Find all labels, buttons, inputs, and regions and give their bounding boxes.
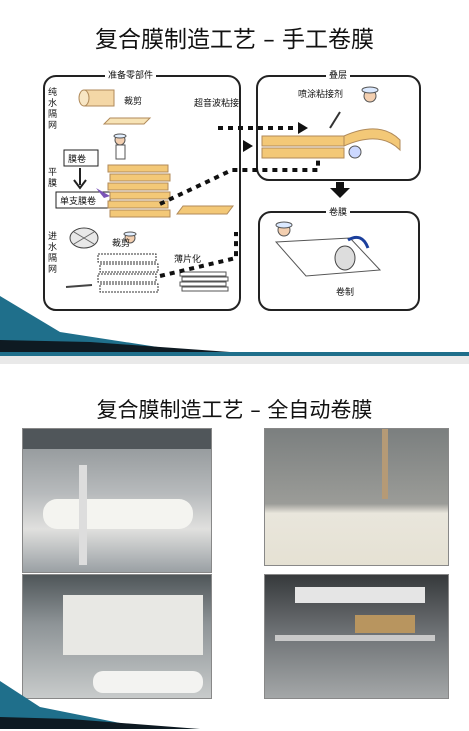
pure-water-mesh-label: 纯水隔网 <box>48 88 58 131</box>
down-arrow-icon <box>73 168 87 190</box>
machine-overview-photo <box>22 428 212 573</box>
worker-icon-2 <box>123 231 137 244</box>
rolling-label: 卷制 <box>336 288 355 298</box>
pointer-icon <box>96 188 110 198</box>
manual-process-diagram <box>43 75 421 311</box>
stacked-leaves-icon <box>261 128 401 159</box>
pure-water-mesh-roll-icon <box>78 89 115 107</box>
cut-sheet-icon <box>102 117 152 125</box>
machine-frame-photo <box>264 574 449 699</box>
membrane-roll-label: 膜卷 <box>68 155 87 165</box>
cut-label-2: 裁剪 <box>112 239 131 249</box>
feed-water-mesh-roll-icon <box>69 227 99 249</box>
single-leaf-box <box>55 191 111 209</box>
rolling-membrane-icon <box>274 235 382 277</box>
thin-sheets-stack-icon <box>179 271 229 292</box>
ultrasonic-bonding-label: 超音波粘接 <box>194 99 240 109</box>
stack-panel-title: 叠层 <box>326 68 351 81</box>
mesh-stack-icon <box>97 253 159 293</box>
worker-icon-3 <box>361 86 379 103</box>
glue-nozzle-closeup-photo <box>264 428 449 566</box>
slide-automatic-rolling: 复合膜制造工艺 – 全自动卷膜 <box>0 364 469 731</box>
cut-label-1: 裁剪 <box>124 97 143 107</box>
feed-water-mesh-label: 进水隔网 <box>48 232 58 275</box>
glue-gun-icon <box>329 111 341 129</box>
slide-manual-rolling: 复合膜制造工艺 – 手工卷膜 <box>0 0 469 356</box>
slide2-title: 复合膜制造工艺 – 全自动卷膜 <box>96 398 373 422</box>
spray-glue-label: 喷涂粘接剂 <box>298 90 344 100</box>
flat-sheet-icon <box>176 205 234 215</box>
right-arrow-icon <box>243 140 253 152</box>
membrane-rolling-photo <box>22 574 212 699</box>
worker-icon <box>113 133 127 160</box>
flat-membrane-label: 平膜 <box>48 168 58 189</box>
slide1-title: 复合膜制造工艺 – 手工卷膜 <box>94 27 375 53</box>
membrane-roll-box <box>63 149 99 167</box>
worker-icon-4 <box>275 221 293 237</box>
roll-panel-title: 卷膜 <box>326 205 351 218</box>
stacked-membrane-sheets-icon <box>107 164 171 218</box>
prep-panel-title: 准备零部件 <box>105 68 157 81</box>
thin-sheets-label: 薄片化 <box>174 255 202 265</box>
slide-separator <box>0 356 469 364</box>
single-leaf-label: 单支膜卷 <box>60 197 97 207</box>
tool-icon <box>65 284 93 288</box>
down-arrow-icon-2 <box>330 188 350 198</box>
